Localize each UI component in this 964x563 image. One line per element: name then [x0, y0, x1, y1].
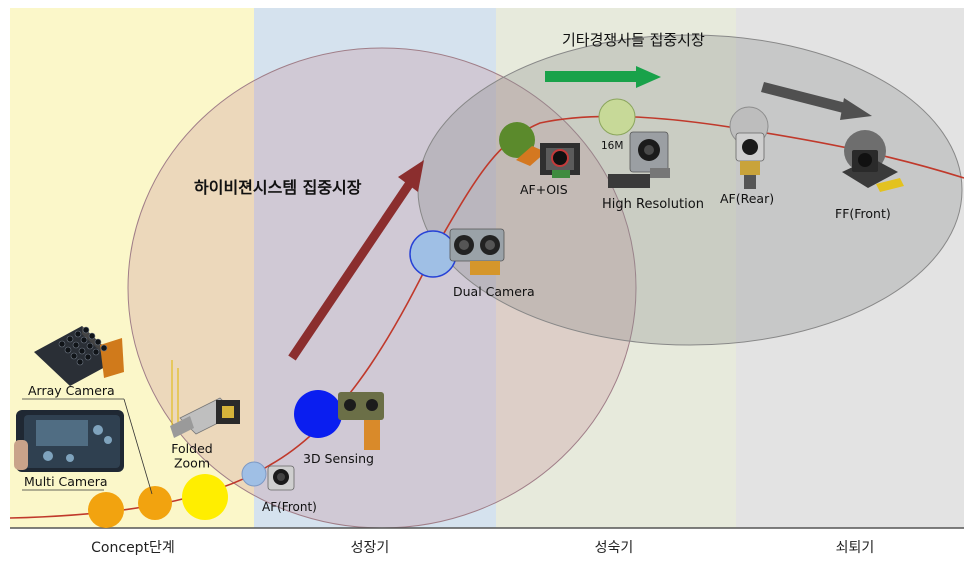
competitor-arrow-gray	[761, 82, 872, 120]
phase-label-concept: Concept단계	[91, 540, 175, 556]
competitor-arrow-green	[545, 66, 661, 88]
af-rear-image	[735, 132, 765, 189]
dual-camera-image	[449, 228, 505, 275]
dot-af-ois	[499, 122, 535, 158]
dot-folded-zoom-small	[138, 486, 172, 520]
af-front-image	[267, 465, 295, 491]
label-af-rear: AF(Rear)	[720, 191, 774, 206]
label-dual-camera: Dual Camera	[453, 284, 535, 299]
ff-front-image	[842, 150, 904, 192]
array-camera-image	[34, 326, 124, 386]
dot-folded-zoom	[182, 474, 228, 520]
multi-camera-image	[14, 410, 124, 472]
label-competitor-market: 기타경쟁사들 집중시장	[562, 31, 705, 49]
label-16m: 16M	[601, 140, 623, 152]
phase-band-maturity	[496, 8, 736, 528]
array-camera-pointer	[123, 398, 153, 495]
dot-16m	[598, 98, 636, 136]
label-array-camera: Array Camera	[28, 383, 115, 398]
af-ois-image	[516, 143, 580, 178]
label-multi-camera: Multi Camera	[24, 474, 108, 489]
label-highvision-market: 하이비젼시스템 집중시장	[194, 178, 362, 197]
label-af-front: AF(Front)	[262, 500, 317, 514]
label-ff-front: FF(Front)	[835, 206, 891, 221]
folded-zoom-image	[170, 360, 240, 438]
phase-label-growth: 성장기	[351, 540, 390, 556]
dot-af-front	[241, 461, 267, 487]
label-af-ois: AF+OIS	[520, 182, 568, 197]
phase-label-decline: 쇠퇴기	[836, 540, 875, 556]
3d-sensing-image	[338, 392, 384, 450]
dot-multi-camera	[88, 492, 124, 528]
high-resolution-image	[608, 131, 670, 188]
growth-arrow	[288, 160, 424, 361]
dot-dual-camera	[409, 230, 457, 278]
phase-label-maturity: 성숙기	[595, 540, 634, 556]
dot-3d-sensing	[294, 390, 342, 438]
label-3d-sensing: 3D Sensing	[303, 451, 374, 466]
label-high-resolution: High Resolution	[602, 197, 704, 212]
